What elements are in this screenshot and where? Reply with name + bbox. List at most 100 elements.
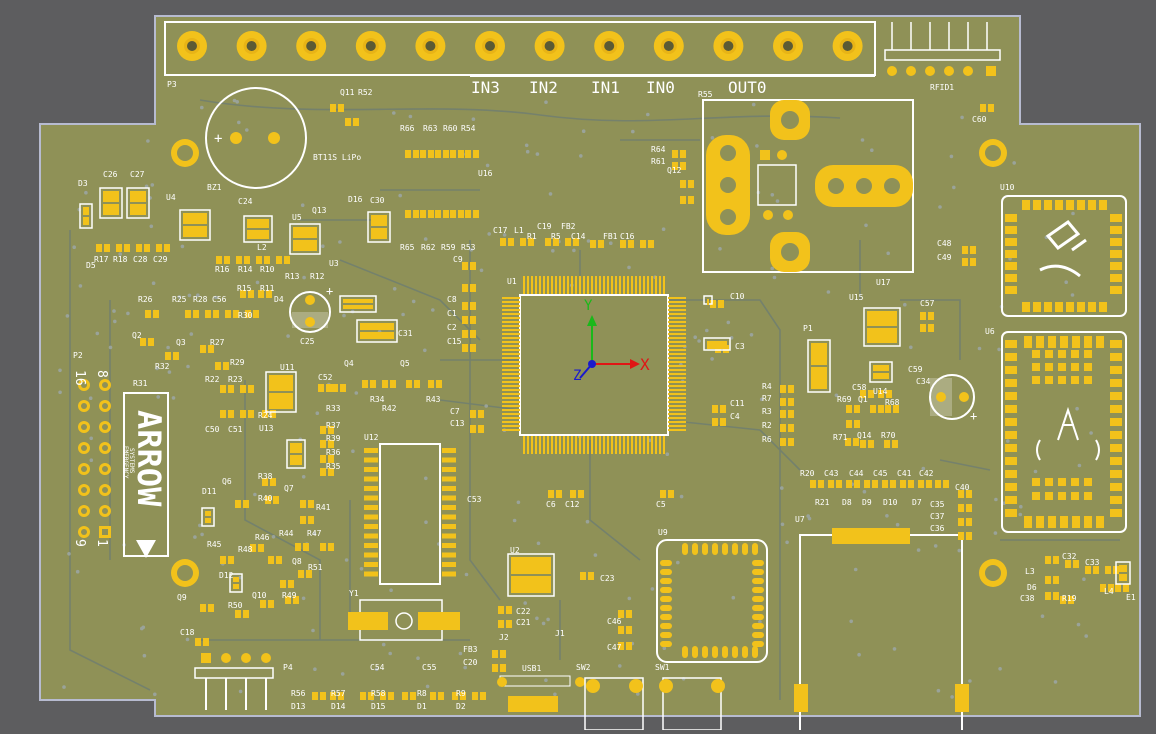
refdes-r48: R48 bbox=[238, 545, 253, 554]
refdes-r61: R61 bbox=[651, 157, 666, 166]
smd-pad bbox=[450, 150, 456, 158]
smd-pad bbox=[928, 312, 934, 320]
refdes-q5: Q5 bbox=[400, 359, 410, 368]
switches bbox=[584, 677, 725, 731]
smd-pad bbox=[243, 610, 249, 618]
smd-pad bbox=[332, 384, 338, 392]
smd-pad bbox=[780, 385, 786, 393]
smd-pad bbox=[116, 244, 122, 252]
refdes-u11: U11 bbox=[280, 363, 295, 372]
refdes-r9: R9 bbox=[456, 689, 466, 698]
component-pad bbox=[293, 227, 317, 238]
smd-pad bbox=[458, 150, 464, 158]
refdes-r69: R69 bbox=[837, 395, 852, 404]
refdes-usb1: USB1 bbox=[522, 664, 541, 673]
smd-pad bbox=[345, 118, 351, 126]
smd-pad bbox=[846, 420, 852, 428]
logo-subtitle-2: SYSTEMS bbox=[128, 448, 135, 474]
p3-pin bbox=[534, 31, 565, 61]
smd-pad bbox=[104, 244, 110, 252]
smd-pad bbox=[360, 692, 366, 700]
smd-pad bbox=[712, 418, 718, 426]
smd-pad bbox=[680, 180, 686, 188]
smd-pad bbox=[276, 256, 282, 264]
smd-pad bbox=[268, 556, 274, 564]
smd-pad bbox=[450, 210, 456, 218]
smd-pad bbox=[1115, 584, 1121, 592]
p3-pin bbox=[475, 31, 505, 61]
component-outline bbox=[229, 573, 243, 593]
smd-pad bbox=[438, 692, 444, 700]
p3-pin bbox=[713, 31, 744, 61]
smd-pad bbox=[506, 620, 512, 628]
refdes-d5: D5 bbox=[86, 261, 96, 270]
refdes-r49: R49 bbox=[282, 591, 297, 600]
refdes-c32: C32 bbox=[1062, 552, 1077, 561]
smd-pad bbox=[680, 150, 686, 158]
smd-pad bbox=[200, 604, 206, 612]
smd-pad bbox=[245, 310, 251, 318]
refdes-r20: R20 bbox=[800, 469, 815, 478]
smd-pad bbox=[330, 692, 336, 700]
smd-pad bbox=[556, 490, 562, 498]
smd-pad bbox=[460, 692, 466, 700]
smd-pad bbox=[788, 410, 794, 418]
component-pad bbox=[83, 207, 89, 215]
refdes-r18: R18 bbox=[113, 255, 128, 264]
refdes-c4: C4 bbox=[730, 412, 740, 421]
smd-pad bbox=[885, 405, 891, 413]
refdes-r33: R33 bbox=[326, 404, 341, 413]
refdes-r22: R22 bbox=[205, 375, 220, 384]
smd-pad bbox=[1045, 576, 1051, 584]
refdes-c49: C49 bbox=[937, 253, 952, 262]
smd-pad bbox=[618, 610, 624, 618]
refdes-c26: C26 bbox=[103, 170, 118, 179]
smd-pad bbox=[270, 478, 276, 486]
refdes-u6: U6 bbox=[985, 327, 995, 336]
smd-pad bbox=[338, 104, 344, 112]
smd-components bbox=[79, 104, 1131, 700]
component-pad bbox=[103, 191, 119, 202]
component-pad bbox=[269, 375, 293, 391]
smd-pad bbox=[458, 210, 464, 218]
smd-pad bbox=[958, 518, 964, 526]
smd-pad bbox=[264, 256, 270, 264]
component-pad bbox=[811, 367, 827, 389]
refdes-r25: R25 bbox=[172, 295, 187, 304]
smd-pad bbox=[435, 210, 441, 218]
refdes-c60: C60 bbox=[972, 115, 987, 124]
refdes-q7: Q7 bbox=[284, 484, 294, 493]
component-outline bbox=[126, 187, 150, 219]
smd-pad bbox=[720, 418, 726, 426]
smd-pad bbox=[462, 262, 468, 270]
smd-pad bbox=[388, 692, 394, 700]
smd-pad bbox=[472, 692, 478, 700]
component-pad bbox=[247, 219, 269, 228]
refdes-c47: C47 bbox=[607, 643, 622, 652]
smd-pad bbox=[970, 246, 976, 254]
smd-pad bbox=[213, 310, 219, 318]
smd-pad bbox=[370, 380, 376, 388]
smd-pad bbox=[780, 398, 786, 406]
smd-pad bbox=[626, 642, 632, 650]
smd-pad bbox=[266, 290, 272, 298]
smd-pad bbox=[328, 426, 334, 434]
smd-pad bbox=[402, 692, 408, 700]
refdes-c40: C40 bbox=[955, 483, 970, 492]
smd-pad bbox=[148, 338, 154, 346]
smd-pad bbox=[295, 543, 301, 551]
smd-pad bbox=[962, 258, 968, 266]
smd-pad bbox=[250, 544, 256, 552]
component-outline bbox=[265, 371, 297, 413]
smd-pad bbox=[320, 440, 326, 448]
smd-pad bbox=[788, 424, 794, 432]
smd-pad bbox=[465, 210, 471, 218]
smd-pad bbox=[326, 384, 332, 392]
smd-pad bbox=[473, 210, 479, 218]
component-pad bbox=[811, 343, 827, 365]
refdes-r44: R44 bbox=[279, 529, 294, 538]
refdes-c16: C16 bbox=[620, 232, 635, 241]
refdes-u14: U14 bbox=[873, 387, 888, 396]
smd-pad bbox=[308, 500, 314, 508]
logo-text: ARROW EMERGENCY SYSTEMS bbox=[122, 410, 168, 507]
